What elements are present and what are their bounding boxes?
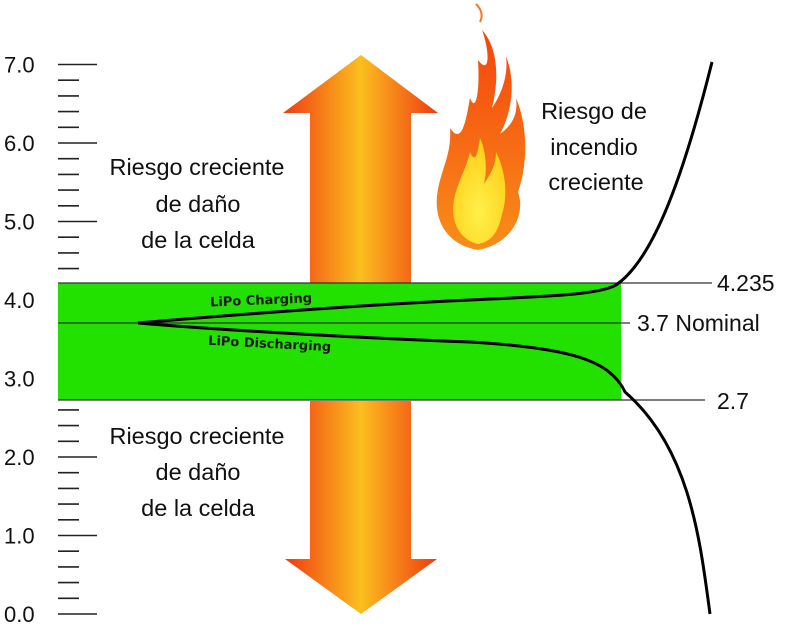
y-tick-label: 1.0 bbox=[4, 524, 35, 549]
upper-risk-line-3: de la celda bbox=[141, 227, 256, 253]
max-voltage-label: 4.235 bbox=[717, 270, 775, 296]
fire-risk-line-1: Riesgo de bbox=[541, 98, 647, 124]
fire-risk-line-3: creciente bbox=[548, 169, 643, 195]
safe-voltage-band bbox=[58, 283, 621, 400]
upper-risk-line-1: Riesgo creciente bbox=[109, 154, 284, 180]
y-axis-ticks bbox=[58, 63, 97, 615]
discharging-curve bbox=[137, 321, 712, 615]
lower-risk-line-2: de daño bbox=[156, 459, 241, 485]
lower-risk-line-3: de la celda bbox=[141, 495, 256, 521]
lower-risk-line-1: Riesgo creciente bbox=[109, 423, 284, 449]
charging-label: LiPo Charging bbox=[210, 291, 313, 310]
y-axis-tick-labels: 7.0 6.0 5.0 4.0 3.0 2.0 1.0 0.0 bbox=[4, 53, 35, 628]
y-tick-label: 0.0 bbox=[4, 602, 35, 627]
nominal-voltage-label: 3.7 Nominal bbox=[637, 310, 760, 336]
down-arrow-icon bbox=[285, 401, 437, 614]
y-tick-label: 5.0 bbox=[4, 210, 35, 235]
min-voltage-label: 2.7 bbox=[717, 388, 749, 414]
flame-icon bbox=[436, 3, 526, 250]
y-tick-label: 2.0 bbox=[4, 445, 35, 470]
charging-curve bbox=[137, 61, 714, 325]
discharging-label: LiPo Discharging bbox=[208, 334, 332, 355]
fire-risk-line-2: incendio bbox=[550, 134, 638, 160]
y-tick-label: 7.0 bbox=[4, 53, 35, 78]
y-tick-label: 3.0 bbox=[4, 367, 35, 392]
y-tick-label: 4.0 bbox=[4, 288, 35, 313]
upper-risk-line-2: de daño bbox=[156, 191, 241, 217]
up-arrow-icon bbox=[283, 55, 438, 283]
y-tick-label: 6.0 bbox=[4, 131, 35, 156]
